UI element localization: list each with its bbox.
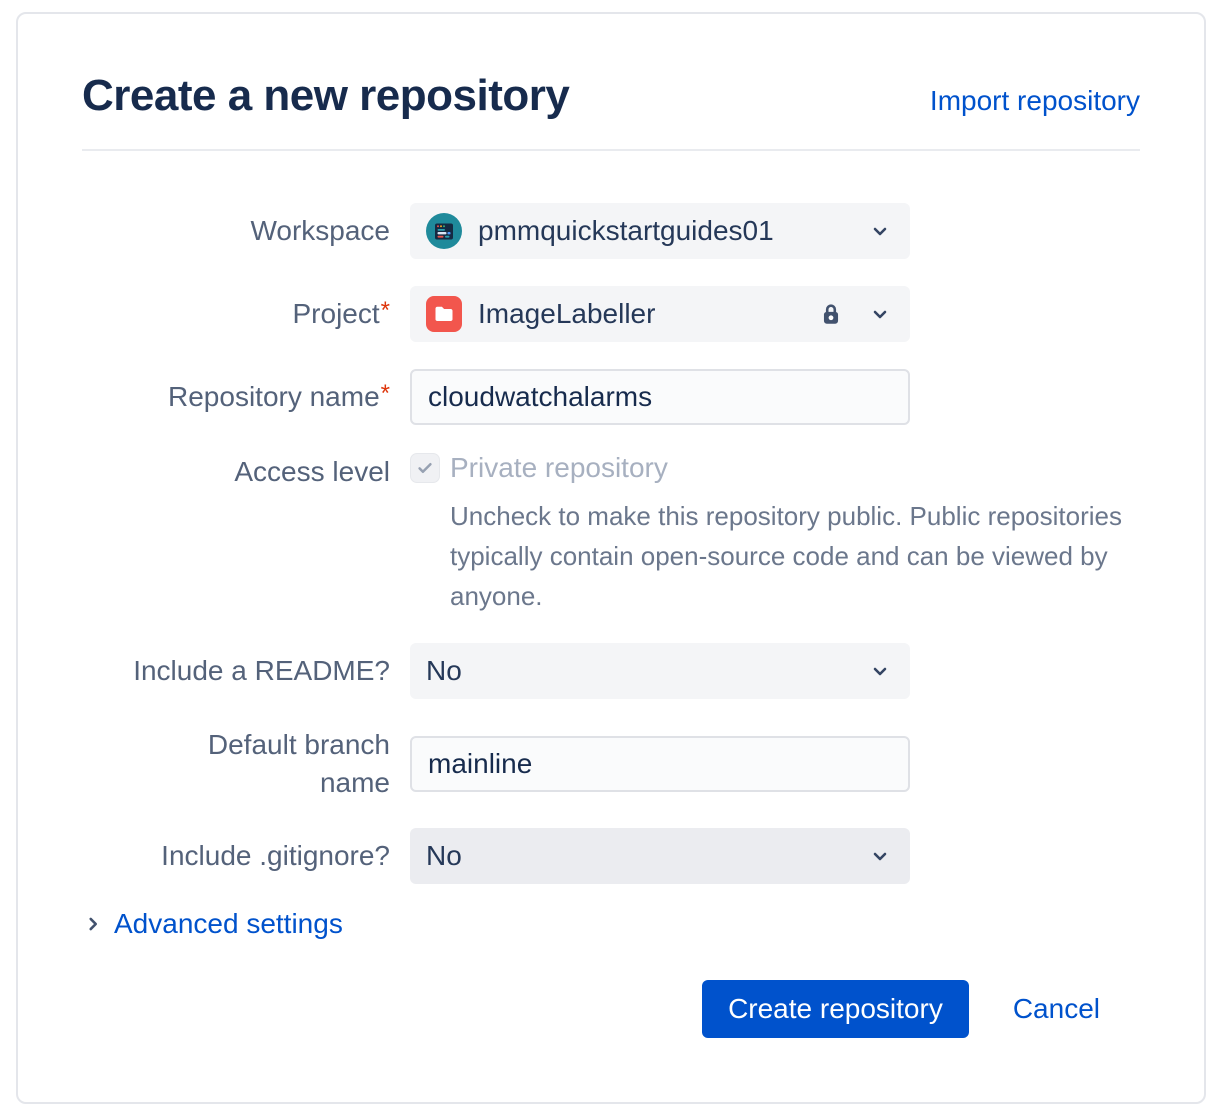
private-repository-label: Private repository: [450, 451, 668, 483]
project-value: ImageLabeller: [478, 297, 656, 329]
lock-icon: [818, 301, 844, 327]
workspace-avatar: [426, 212, 462, 249]
create-repository-dialog: Create a new repository Import repositor…: [16, 12, 1206, 1104]
project-avatar-folder-icon: [426, 295, 462, 332]
include-gitignore-value: No: [426, 840, 462, 872]
repository-name-row: Repository name*: [82, 368, 1140, 425]
chevron-down-icon: [868, 219, 892, 243]
workspace-label: Workspace: [250, 214, 390, 246]
access-level-help-text: Uncheck to make this repository public. …: [450, 500, 1122, 611]
import-repository-link[interactable]: Import repository: [929, 84, 1140, 116]
include-readme-label: Include a README?: [133, 654, 390, 686]
workspace-select[interactable]: pmmquickstartguides01: [410, 202, 910, 259]
chevron-down-icon: [868, 844, 892, 868]
cancel-button[interactable]: Cancel: [1012, 993, 1100, 1025]
header-divider: [82, 148, 1140, 151]
access-level-row: Access level Private repository Uncheck …: [82, 452, 1140, 616]
chevron-right-icon: [82, 913, 104, 935]
default-branch-input[interactable]: [410, 735, 910, 792]
default-branch-row: Default branch name: [82, 726, 1140, 802]
advanced-settings-toggle[interactable]: Advanced settings: [82, 908, 343, 940]
dialog-actions: Create repository Cancel: [82, 980, 1140, 1039]
repository-name-input[interactable]: [410, 368, 910, 425]
create-repository-button[interactable]: Create repository: [702, 980, 969, 1039]
required-mark: *: [380, 296, 390, 324]
private-repository-checkbox: [410, 452, 440, 483]
page-title: Create a new repository: [82, 71, 570, 120]
private-repository-option: Private repository: [410, 452, 1140, 484]
required-mark: *: [380, 379, 390, 407]
include-readme-select[interactable]: No: [410, 642, 910, 699]
access-level-field: Private repository Uncheck to make this …: [410, 452, 1140, 616]
include-readme-value: No: [426, 654, 462, 686]
include-gitignore-select[interactable]: No: [410, 828, 910, 885]
access-level-label: Access level: [234, 455, 390, 487]
project-select[interactable]: ImageLabeller: [410, 285, 910, 342]
advanced-settings-label: Advanced settings: [114, 908, 343, 940]
include-readme-row: Include a README? No: [82, 642, 1140, 699]
default-branch-label: Default branch name: [207, 728, 390, 798]
include-gitignore-row: Include .gitignore? No: [82, 828, 1140, 885]
workspace-row: Workspace pmmqu: [82, 202, 1140, 259]
chevron-down-icon: [868, 659, 892, 683]
repository-name-label: Repository name*: [168, 379, 390, 412]
project-row: Project* ImageLabeller: [82, 285, 1140, 342]
workspace-value: pmmquickstartguides01: [478, 214, 774, 246]
create-repository-form: Workspace pmmqu: [82, 202, 1140, 885]
chevron-down-icon: [868, 302, 892, 326]
project-label: Project*: [292, 296, 391, 329]
dialog-header: Create a new repository Import repositor…: [82, 70, 1140, 123]
include-gitignore-label: Include .gitignore?: [161, 840, 390, 872]
